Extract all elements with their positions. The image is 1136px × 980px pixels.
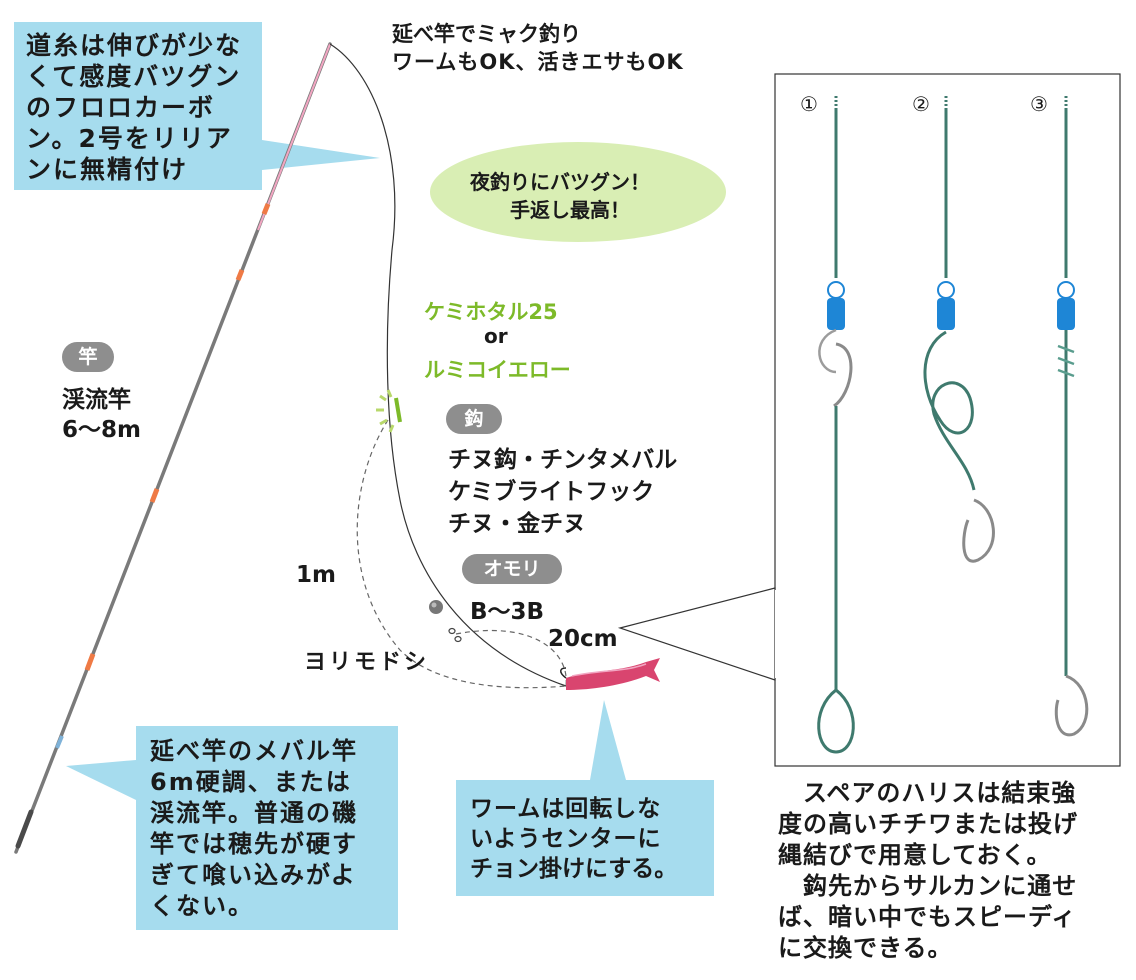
rig-2 <box>923 96 995 563</box>
note-row: 度の高いチチワまたは投げ <box>778 810 1078 838</box>
sinker-badge: オモリ <box>462 554 562 584</box>
inset-label-2: ② <box>912 92 930 116</box>
rod-badge: 竿 <box>62 342 114 372</box>
swivel <box>448 627 462 643</box>
callout-worm-row: いようセンターに <box>470 826 662 852</box>
sinker-value: B〜3B <box>470 599 545 625</box>
rod-type: 渓流竿 <box>62 387 131 413</box>
callout-line-row: ン。2号をリリア <box>26 124 233 153</box>
inset-label-3: ③ <box>1030 92 1048 116</box>
note-row: に交換できる。 <box>778 934 953 962</box>
bubble-line-2: 手返し最高！ <box>510 198 630 222</box>
callout-line-row: くて感度バツグン <box>26 62 242 91</box>
note-row: スペアのハリスは結束強 <box>778 779 1077 807</box>
hook-line-3: チヌ・金チヌ <box>448 511 586 537</box>
light-or: or <box>484 324 508 348</box>
callout-rod-text: 延べ竿のメバル竿 6m硬調、または 渓流竿。普通の磯 竿では穂先が硬す ぎて喰い… <box>150 736 358 922</box>
callout-worm-text: ワームは回転しな いようセンターに チョン掛けにする。 <box>470 794 677 884</box>
worm <box>566 658 660 690</box>
yorimodoshi-label: ヨリモドシ <box>304 650 430 675</box>
callout-rod-row: 渓流竿。普通の磯 <box>150 799 358 827</box>
hook <box>560 667 567 679</box>
callout-worm-box <box>456 700 714 896</box>
callout-rod-row: 延べ竿のメバル竿 <box>150 737 358 765</box>
callout-line-row: ンに無精付け <box>26 155 189 184</box>
length-1m: 1m <box>296 562 336 588</box>
inset-label-1: ① <box>800 92 818 116</box>
callout-line-row: のフロロカーボ <box>26 93 216 122</box>
sinker-shot <box>429 600 443 614</box>
hook-line-2: ケミブライトフック <box>448 479 655 505</box>
rig-3 <box>1054 96 1089 737</box>
callout-rod-row: くない。 <box>150 892 254 920</box>
callout-worm-row: ワームは回転しな <box>470 796 662 822</box>
hook-badge: 鈎 <box>446 404 502 434</box>
light-option-2: ルミコイエロー <box>424 358 571 382</box>
bubble-line-1: 夜釣りにバツグン！ <box>470 170 650 194</box>
length-20cm: 20cm <box>548 626 618 652</box>
title-line-1: 延べ竿でミャク釣り <box>392 22 581 46</box>
callout-rod-box <box>66 726 398 930</box>
note-row: 鈎先からサルカンに通せ <box>778 872 1078 900</box>
callout-worm-row: チョン掛けにする。 <box>470 856 678 882</box>
callout-line-row: 道糸は伸びが少な <box>26 31 243 60</box>
callout-rod-row: ぎて喰い込みがよ <box>150 861 357 889</box>
light-stick <box>376 389 402 433</box>
bubble-shape <box>430 142 726 242</box>
rig-1 <box>817 96 855 754</box>
note-text: スペアのハリスは結束強 度の高いチチワまたは投げ 縄結びで用意しておく。 鈎先か… <box>778 778 1078 964</box>
callout-rod-row: 竿では穂先が硬す <box>150 830 358 858</box>
rod-length: 6〜8m <box>62 417 141 443</box>
hook-line-1: チヌ鈎・チンタメバル <box>448 447 678 473</box>
callout-line-text: 道糸は伸びが少な くて感度バツグン のフロロカーボ ン。2号をリリア ンに無精付… <box>26 30 242 185</box>
note-row: ば、暗い中でもスピーディ <box>778 903 1077 931</box>
callout-rod-row: 6m硬調、または <box>150 768 352 796</box>
dashed-line <box>356 419 567 689</box>
light-option-1: ケミホタル25 <box>424 300 558 324</box>
note-row: 縄結びで用意しておく。 <box>778 841 1052 869</box>
dashed-line-short <box>455 629 567 687</box>
title-line-2: ワームもOK、活きエサもOK <box>392 50 684 74</box>
rod <box>14 42 332 854</box>
